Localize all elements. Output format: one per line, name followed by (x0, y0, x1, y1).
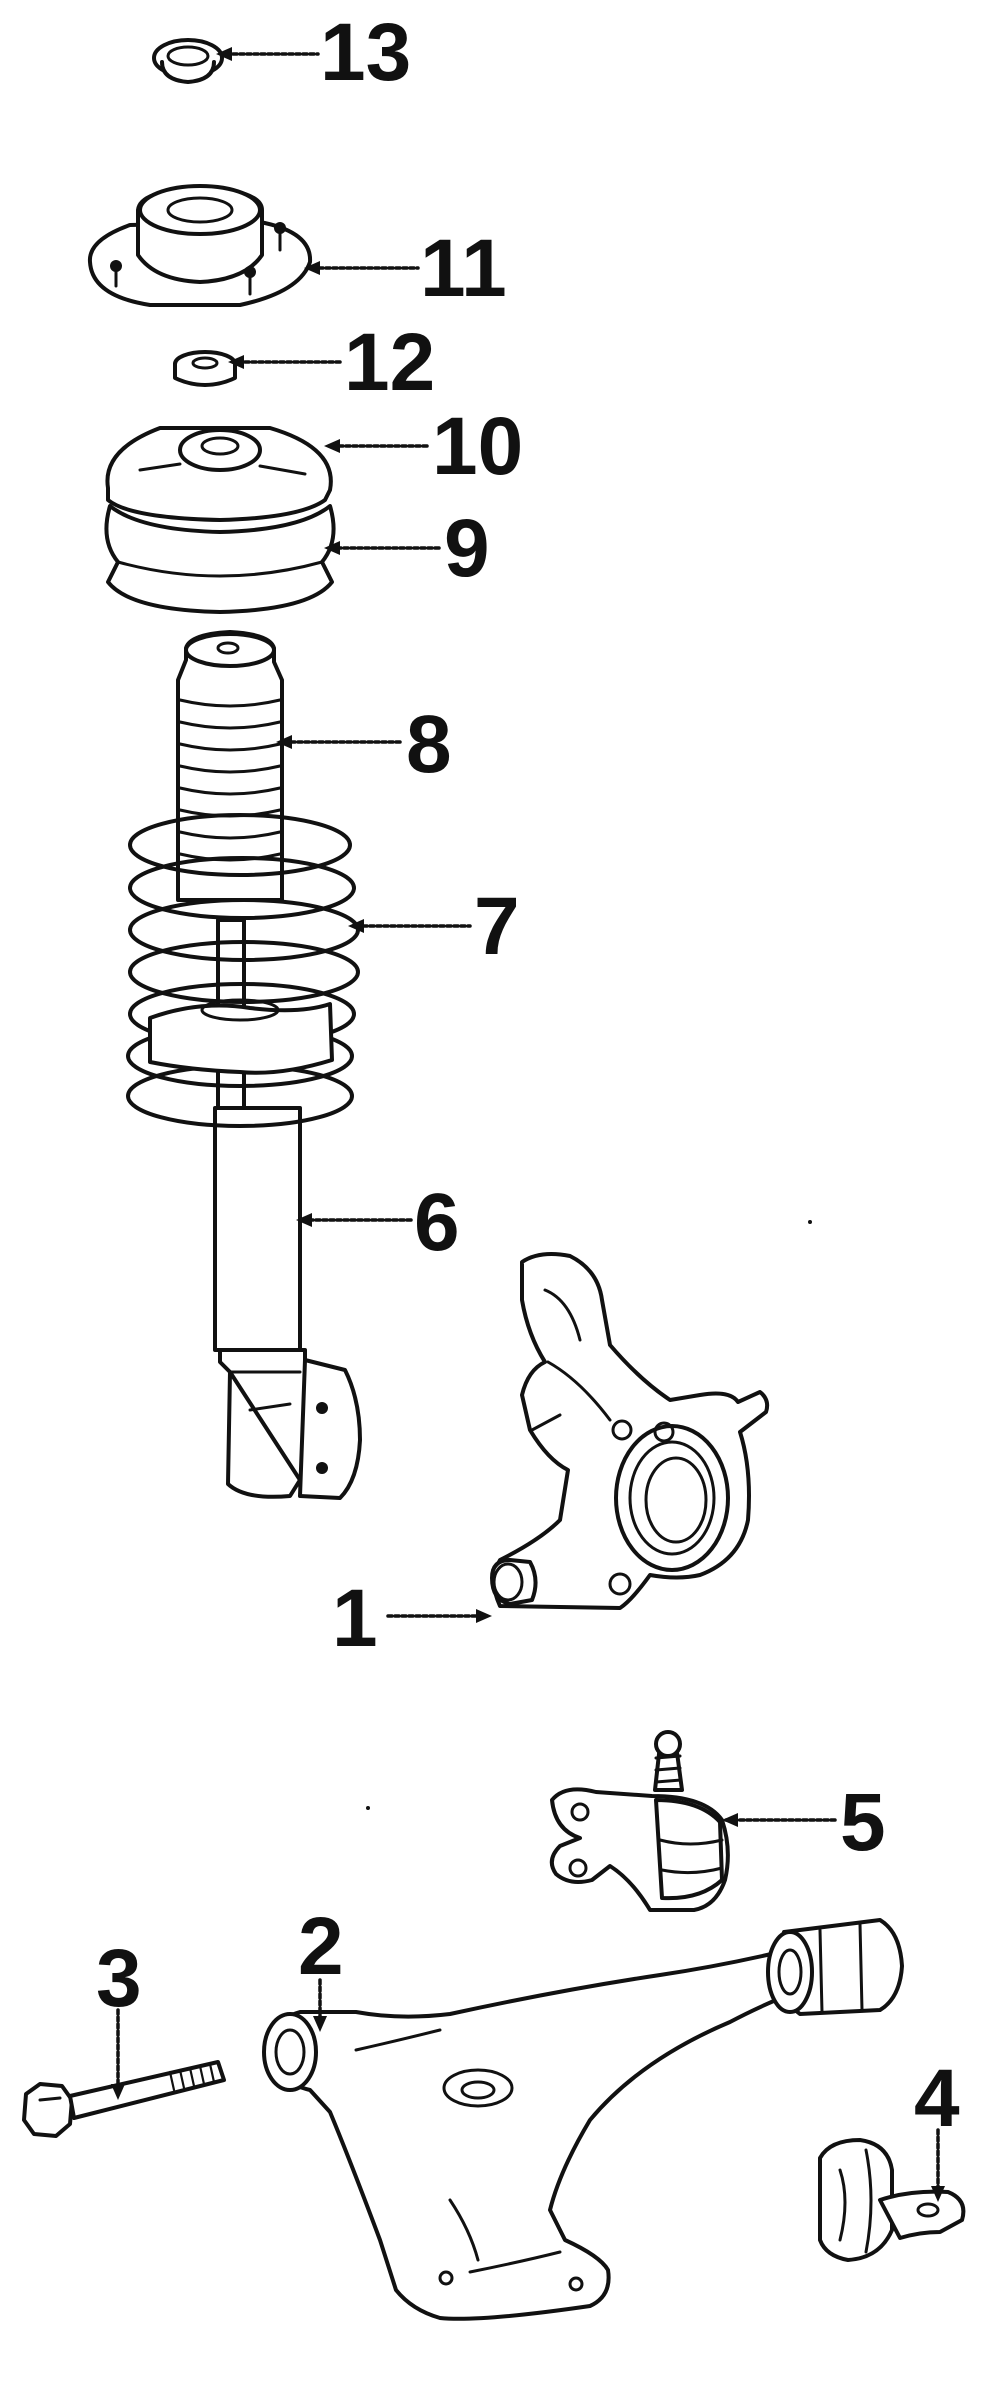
part-11-strut-mount[interactable] (87, 184, 313, 307)
part-1-steering-knuckle[interactable] (490, 1252, 770, 1610)
part-6-strut[interactable] (213, 918, 362, 1500)
callout-4: 4 (914, 2053, 960, 2144)
leader-arrowheads (111, 47, 945, 2202)
part-3-bolt[interactable] (22, 2060, 226, 2138)
leader-lines (116, 52, 940, 2198)
callout-2: 2 (298, 1901, 344, 1992)
callout-7: 7 (474, 881, 520, 972)
part-10-spring-seat[interactable] (105, 426, 333, 522)
callout-11: 11 (420, 223, 507, 314)
part-12-bushing[interactable] (173, 350, 237, 387)
callout-1: 1 (332, 1573, 378, 1664)
part-2-lower-control-arm[interactable] (262, 1918, 904, 2321)
callout-13: 13 (320, 7, 411, 98)
callout-labels: 13 11 12 10 9 8 7 6 1 5 2 3 4 (96, 7, 960, 2144)
callout-5: 5 (840, 1777, 886, 1868)
callout-8: 8 (406, 699, 452, 790)
callout-12: 12 (344, 317, 435, 408)
callout-3: 3 (96, 1933, 142, 2024)
part-13-cap[interactable] (152, 38, 224, 84)
part-9-spring-insulator[interactable] (104, 504, 336, 614)
callout-9: 9 (444, 503, 490, 594)
part-5-ball-joint[interactable] (549, 1730, 730, 1912)
part-4-bracket[interactable] (818, 2138, 966, 2262)
callout-10: 10 (432, 401, 523, 492)
callout-6: 6 (414, 1177, 460, 1268)
